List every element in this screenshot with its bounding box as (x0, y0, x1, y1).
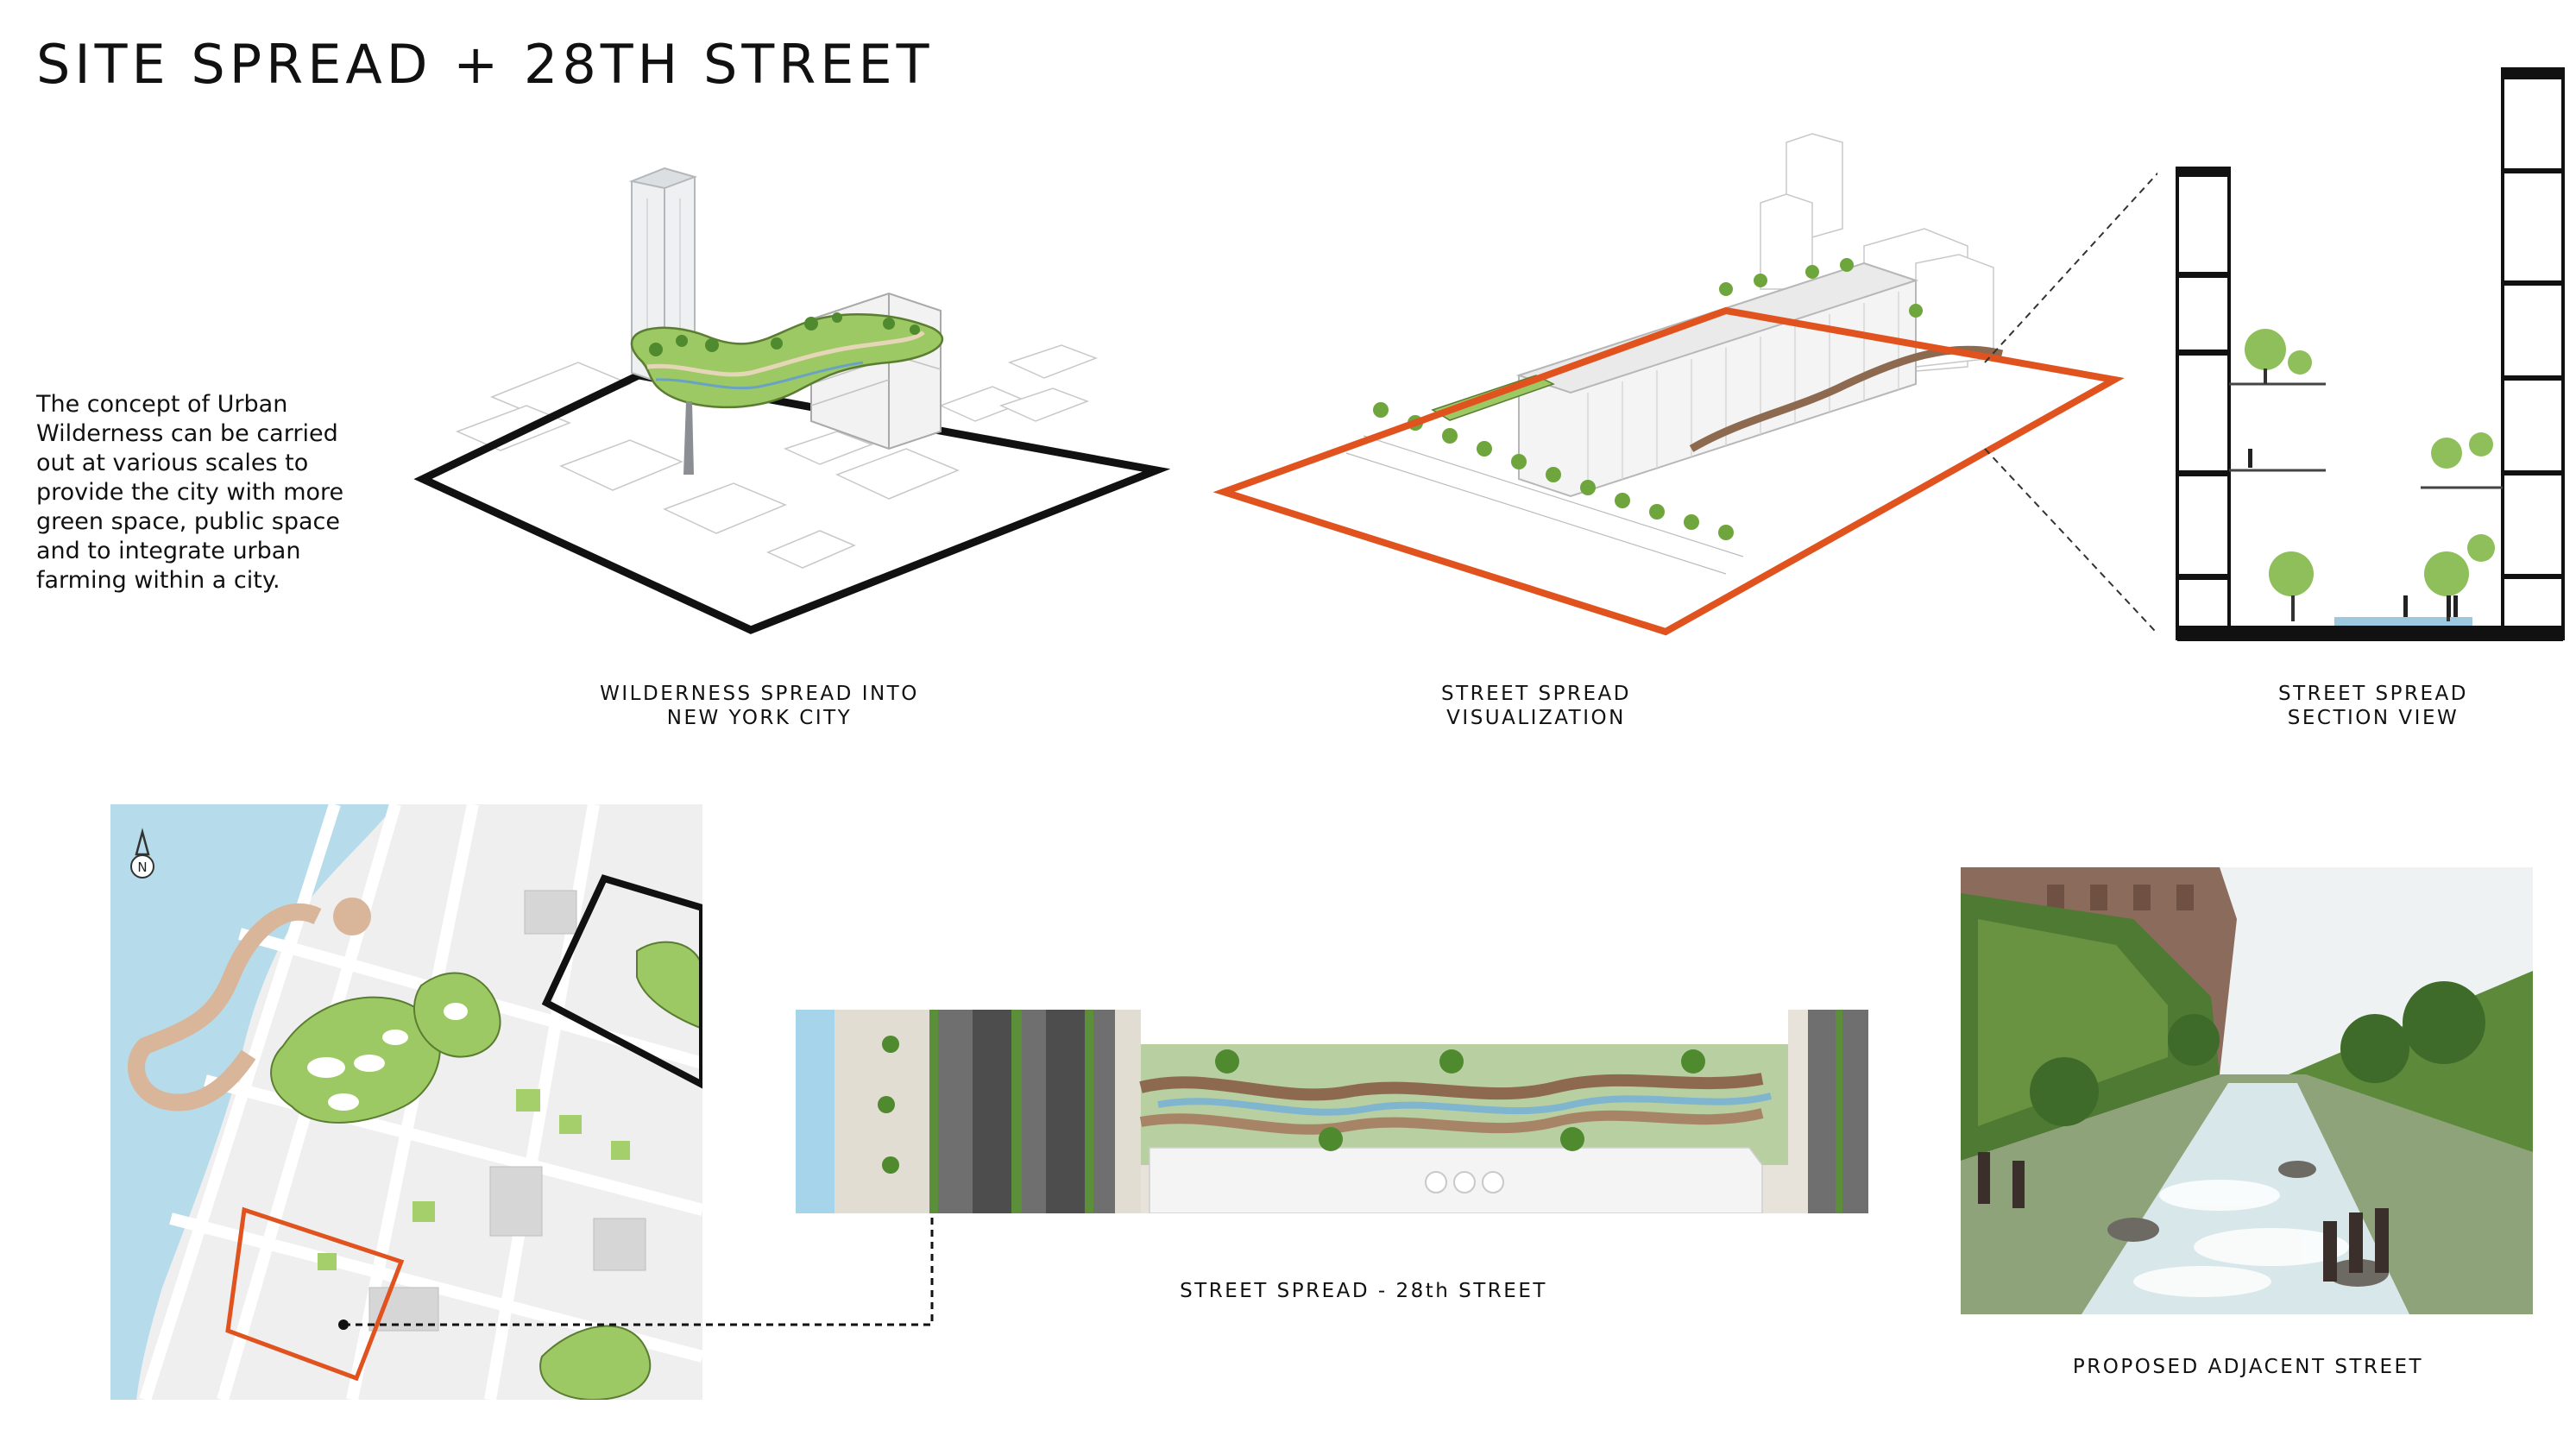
caption-visualization: STREET SPREAD VISUALIZATION (1364, 682, 1709, 730)
long-building (1515, 261, 1919, 498)
caption-plan: STREET SPREAD - 28th STREET (1180, 1280, 1547, 1302)
wilderness-axonometric (413, 167, 1171, 634)
page-title: SITE SPREAD + 28TH STREET (36, 33, 934, 96)
caption-wilderness-line1: WILDERNESS SPREAD INTO (600, 683, 919, 705)
adjacent-street-render (1961, 867, 2533, 1314)
caption-section: STREET SPREAD SECTION VIEW (2209, 682, 2537, 730)
caption-section-line2: SECTION VIEW (2287, 707, 2459, 729)
caption-section-line1: STREET SPREAD (2278, 683, 2468, 705)
map-plan-connector (338, 1211, 934, 1330)
street-site-outline (1212, 306, 2125, 636)
street-plan (796, 1010, 1868, 1213)
caption-wilderness-line2: NEW YORK CITY (666, 707, 853, 729)
caption-visualization-line1: STREET SPREAD (1441, 683, 1631, 705)
caption-visualization-line2: VISUALIZATION (1446, 707, 1626, 729)
caption-adjacent: PROPOSED ADJACENT STREET (2072, 1356, 2424, 1378)
site-map: N (110, 804, 702, 1400)
map-site-outline (541, 874, 702, 1089)
street-visualization (1212, 133, 2157, 636)
caption-wilderness: WILDERNESS SPREAD INTO NEW YORK CITY (552, 682, 967, 730)
site-outline (413, 371, 1171, 634)
map-street-outline (225, 1206, 405, 1382)
north-label: N (137, 860, 147, 875)
section-view (2176, 67, 2565, 641)
north-arrow-icon: N (130, 828, 154, 879)
concept-description: The concept of Urban Wilderness can be c… (36, 391, 344, 594)
